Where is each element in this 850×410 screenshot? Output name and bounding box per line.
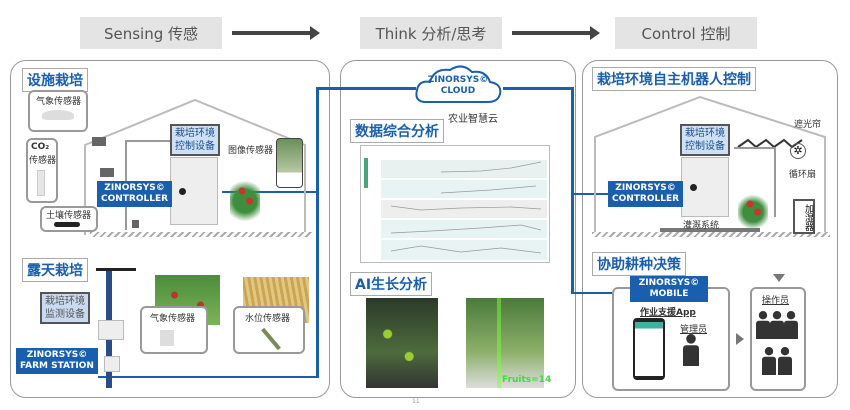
co2-label: CO₂ [31,142,50,152]
think-banner: Think 分析/思考 [360,17,502,49]
shade-curtain-label: 遮光帘 [794,120,822,130]
fruit-count-label: Fruits=14 [502,375,552,385]
connector-line [316,87,416,90]
farming-decision-title: 协助耕种决策 [592,252,686,276]
data-dashboard-screenshot [360,145,550,263]
monitor-device-label: 栽培环境 监测设备 [40,292,90,324]
weather-sensor-label: 气象传感器 [36,97,82,107]
brand-name: ZINORSYS© [427,75,489,85]
soil-sensor-box: 土壤传感器 [40,206,98,232]
brand-product: CONTROLLER [612,194,680,204]
autonomous-control-title: 栽培环境自主机器人控制 [592,67,756,91]
wire [774,147,776,217]
ai-growth-analysis-title: AI生长分析 [350,272,433,296]
operator-person-icon [762,347,776,375]
weather-sensor-box: 气象传感器 [28,90,88,132]
ground [90,232,312,237]
cloud-icon [415,65,502,103]
weather-station-icon [160,330,174,346]
station-box [104,356,120,372]
brand-product: CONTROLLER [101,194,169,204]
controller-cabinet [170,157,218,225]
ai-detection-photo-flowers [366,298,438,388]
irrigation-pipe [660,228,760,232]
ai-detection-photo-fruits: Fruits=14 [466,298,551,388]
station-box [98,320,124,340]
brand-product: MOBILE [649,289,689,299]
irrigation-system-label: 灌溉系统 [683,221,720,231]
circulation-fan-label: 循环扇 [789,170,817,180]
manager-person-icon [683,334,699,366]
brand-name: ZINORSYS© [638,278,700,288]
connector-line [571,292,629,294]
sensor-node [100,168,114,177]
ground [592,232,830,237]
brand-name: ZINORSYS© [26,350,88,360]
control-device-label: 栽培环境 控制设备 [170,124,220,156]
brand-product: CLOUD [440,86,476,96]
brand-name: ZINORSYS© [104,183,165,193]
greenhouse-outline [84,98,306,235]
operator-label: 操作员 [762,296,790,306]
cloud-caption: 农业智慧云 [448,114,498,125]
water-level-probe-icon [261,327,281,351]
facility-cultivation-title: 设施栽培 [22,68,88,92]
operator-person-icon [778,347,792,375]
zinorsys-mobile-badge: ZINORSYS© MOBILE [630,276,708,302]
arrow-right-icon [512,26,600,40]
co2-sensor-box: CO₂ 传感器 [26,138,58,203]
data-analysis-title: 数据综合分析 [350,119,444,143]
water-level-sensor-label: 水位传感器 [245,314,291,324]
control-device-label: 栽培环境 控制设备 [680,124,730,156]
connector-line [503,87,573,90]
page-number: 11 [412,398,420,405]
sensing-banner: Sensing 传感 [80,17,222,49]
outdoor-weather-sensor-box: 气象传感器 [140,306,208,354]
tomato-plant [738,192,768,232]
operator-person-icon [770,311,784,339]
connector-line [98,376,318,378]
connector-line [222,191,318,193]
co2-sensor-icon [37,170,45,196]
sensor-node [132,220,139,228]
sensor-node [92,137,106,146]
brand-product: FARM STATION [20,361,94,371]
connector-line [316,88,319,378]
operators-box: 操作员 [750,287,806,391]
zinorsys-controller-badge: ZINORSYS© CONTROLLER [608,181,684,207]
anemometer-icon [96,268,136,282]
controller-cabinet [681,157,729,217]
operator-person-icon [756,311,770,339]
work-support-app-label: 作业支援App [640,308,696,318]
arrow-right-icon [736,333,744,345]
image-sensor-label: 图像传感器 [228,146,274,156]
water-level-sensor-box: 水位传感器 [233,306,305,354]
arrow-right-icon [232,26,320,40]
manager-label: 管理员 [680,325,708,335]
wire [734,147,774,149]
control-banner: Control 控制 [615,17,757,49]
smartphone-icon [633,318,665,380]
outdoor-cultivation-title: 露天栽培 [22,258,88,282]
co2-sensor-label: 传感器 [29,156,57,166]
connector-line [571,87,574,294]
connector-line [571,193,609,195]
soil-sensor-icon [54,222,80,227]
cloud-label: ZINORSYS© CLOUD [425,75,491,97]
camera-phone-icon [276,138,303,188]
outdoor-weather-sensor-label: 气象传感器 [150,314,196,324]
zinorsys-farm-station-badge: ZINORSYS© FARM STATION [16,348,98,374]
soil-sensor-label: 土壤传感器 [46,211,92,221]
humidifier-label: 加湿器 [793,199,815,234]
operator-person-icon [784,311,798,339]
brand-name: ZINORSYS© [615,183,676,193]
weather-sensor-icon [42,110,74,120]
fan-icon: ✲ [790,143,806,159]
tomato-plant [230,176,260,226]
mobile-app-box [612,287,730,391]
arrow-down-icon [773,274,785,282]
wire [125,140,170,142]
zinorsys-controller-badge: ZINORSYS© CONTROLLER [97,181,173,207]
